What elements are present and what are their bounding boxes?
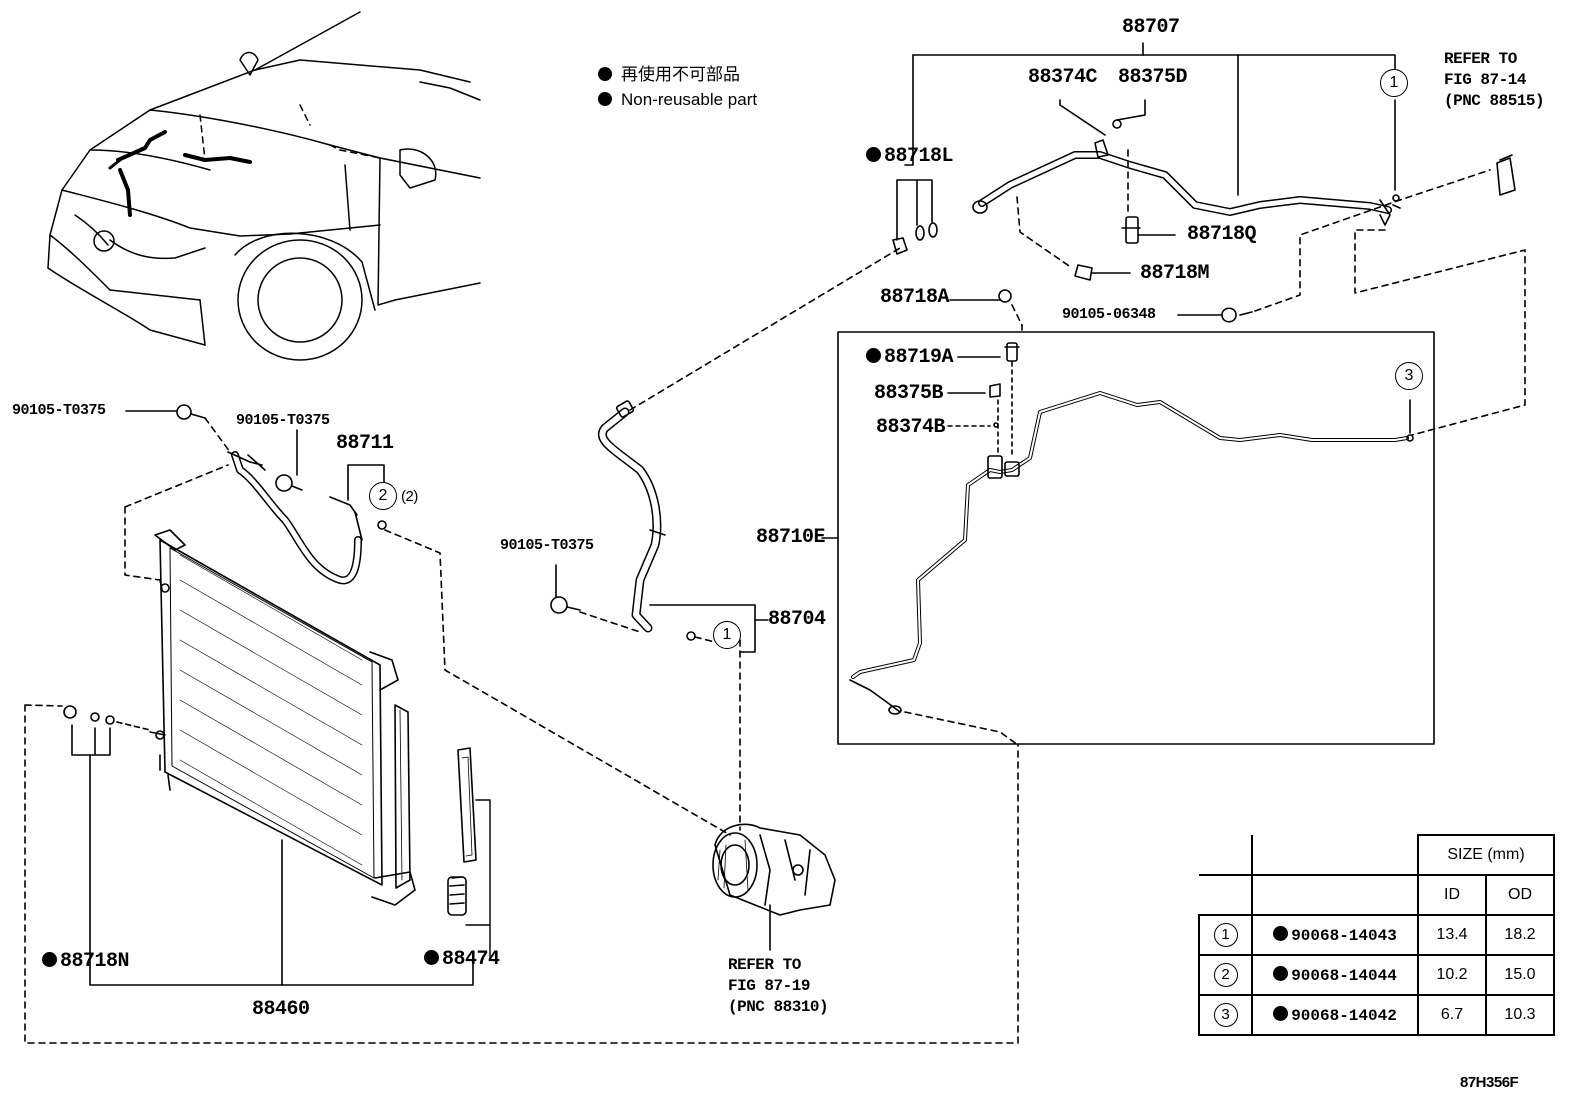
refer-to-fig-87-19-note[interactable]: REFER TO FIG 87-19 (PNC 88310) [728, 955, 829, 1018]
ref-circle: 3 [1213, 1003, 1238, 1027]
part-90105-t0375-center-label[interactable]: 90105-T0375 [500, 537, 594, 554]
part-88718l-text: 88718L [884, 145, 954, 168]
condenser-drawing [24, 404, 1019, 1044]
part-88719a-label[interactable]: 88719A [866, 346, 954, 369]
od-cell: 15.0 [1485, 954, 1555, 996]
part-88718n-text: 88718N [60, 950, 130, 973]
id-cell: 13.4 [1417, 914, 1487, 956]
id-cell: 10.2 [1417, 954, 1487, 996]
refer-to-fig-87-14-note[interactable]: REFER TO FIG 87-14 (PNC 88515) [1444, 49, 1545, 112]
part-88474-text: 88474 [442, 948, 500, 971]
ref-cell: 2 [1198, 954, 1253, 996]
callout-1-top: 1 [1380, 69, 1408, 97]
ref-bot-line2: FIG 87-19 [728, 977, 810, 995]
ref-cell: 3 [1198, 994, 1253, 1036]
non-reusable-dot-icon [1273, 925, 1289, 941]
part-88711-label[interactable]: 88711 [336, 432, 394, 455]
ref-bot-line3: (PNC 88310) [728, 998, 829, 1016]
od-cell: 10.3 [1485, 994, 1555, 1036]
part-88374b-label[interactable]: 88374B [876, 416, 946, 439]
part-number: 90068-14042 [1291, 1006, 1397, 1025]
part-88718n-label[interactable]: 88718N [42, 950, 130, 973]
table-blank [1199, 875, 1253, 916]
legend-en: Non-reusable part [598, 91, 757, 108]
part-90105-06348-label[interactable]: 90105-06348 [1062, 306, 1156, 323]
legend-jp: 再使用不可部品 [598, 66, 740, 83]
part-number: 90068-14043 [1291, 926, 1397, 945]
car-illustration [47, 11, 481, 361]
part-88719a-text: 88719A [884, 346, 954, 369]
id-cell: 6.7 [1417, 994, 1487, 1036]
diagram-code-label: 87H356F [1460, 1074, 1519, 1091]
o-ring-size-table: SIZE (mm) ID OD 1 90068-14043 13.4 18.2 … [1198, 834, 1555, 1036]
part-88707-label[interactable]: 88707 [1122, 16, 1180, 39]
ref-cell: 1 [1198, 914, 1253, 956]
suction-hose-drawing [550, 247, 901, 951]
non-reusable-dot-icon [866, 348, 881, 363]
part-90105-t0375-left-label[interactable]: 90105-T0375 [12, 402, 106, 419]
part-88718l-label[interactable]: 88718L [866, 145, 954, 168]
part-88375b-label[interactable]: 88375B [874, 382, 944, 405]
part-cell[interactable]: 90068-14042 [1251, 994, 1419, 1036]
part-cell[interactable]: 90068-14044 [1251, 954, 1419, 996]
legend-en-text: Non-reusable part [621, 90, 758, 109]
ref-top-line1: REFER TO [1444, 50, 1517, 68]
part-90105-t0375-hose-label[interactable]: 90105-T0375 [236, 412, 330, 429]
col-id-header: ID [1417, 874, 1487, 916]
part-88718a-label[interactable]: 88718A [880, 286, 950, 309]
part-88474-label[interactable]: 88474 [424, 950, 500, 970]
non-reusable-dot-icon [42, 952, 57, 967]
table-blank [1252, 835, 1419, 876]
non-reusable-dot-icon [598, 67, 612, 81]
non-reusable-dot-icon [866, 147, 881, 162]
part-88704-label[interactable]: 88704 [768, 608, 826, 631]
callout-2: 2 [369, 482, 397, 510]
non-reusable-dot-icon [424, 950, 439, 965]
ref-circle: 2 [1213, 963, 1238, 987]
table-row: 1 90068-14043 13.4 18.2 [1198, 914, 1555, 956]
part-88460-label[interactable]: 88460 [252, 998, 310, 1021]
table-row: 2 90068-14044 10.2 15.0 [1198, 954, 1555, 996]
part-88718m-label[interactable]: 88718M [1140, 262, 1210, 285]
part-88375d-label[interactable]: 88375D [1118, 66, 1188, 89]
col-od-header: OD [1485, 874, 1555, 916]
callout-1-center: 1 [713, 621, 741, 649]
liquid-tube-box [821, 331, 1435, 746]
compressor-drawing [712, 823, 836, 951]
non-reusable-dot-icon [598, 92, 612, 106]
part-cell[interactable]: 90068-14043 [1251, 914, 1419, 956]
size-header: SIZE (mm) [1417, 834, 1555, 876]
ref-top-line3: (PNC 88515) [1444, 92, 1545, 110]
table-row: 3 90068-14042 6.7 10.3 [1198, 994, 1555, 1036]
callout-3: 3 [1395, 362, 1423, 390]
discharge-hose-drawing [892, 42, 1526, 436]
non-reusable-dot-icon [1273, 965, 1289, 981]
part-88710e-label[interactable]: 88710E [756, 526, 826, 549]
table-blank [1199, 835, 1253, 876]
od-cell: 18.2 [1485, 914, 1555, 956]
non-reusable-dot-icon [1273, 1005, 1289, 1021]
part-number: 90068-14044 [1291, 966, 1397, 985]
table-blank [1252, 875, 1419, 916]
ref-top-line2: FIG 87-14 [1444, 71, 1526, 89]
part-88718q-label[interactable]: 88718Q [1187, 223, 1257, 246]
part-88374c-label[interactable]: 88374C [1028, 66, 1098, 89]
part-88711-qty-label: (2) [401, 488, 418, 505]
ref-circle: 1 [1213, 923, 1238, 947]
legend-jp-text: 再使用不可部品 [621, 65, 740, 84]
ref-bot-line1: REFER TO [728, 956, 801, 974]
